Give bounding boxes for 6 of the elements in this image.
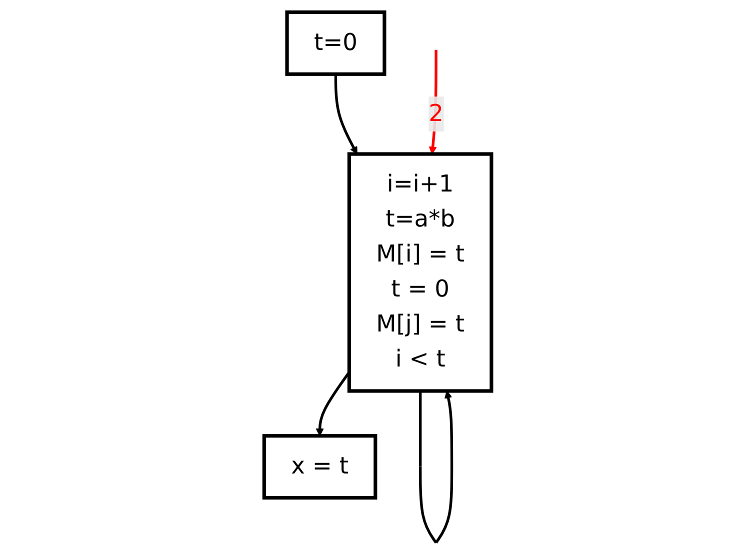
node-box: i=i+1 t=a*b M[i] = t t = 0 M[j] = t i < t [347, 152, 493, 393]
node-box: x = t [262, 434, 377, 500]
edge-label: 2 [428, 100, 444, 128]
node-box: t=0 [284, 10, 386, 76]
arrow [418, 390, 453, 544]
arrow [334, 74, 358, 154]
